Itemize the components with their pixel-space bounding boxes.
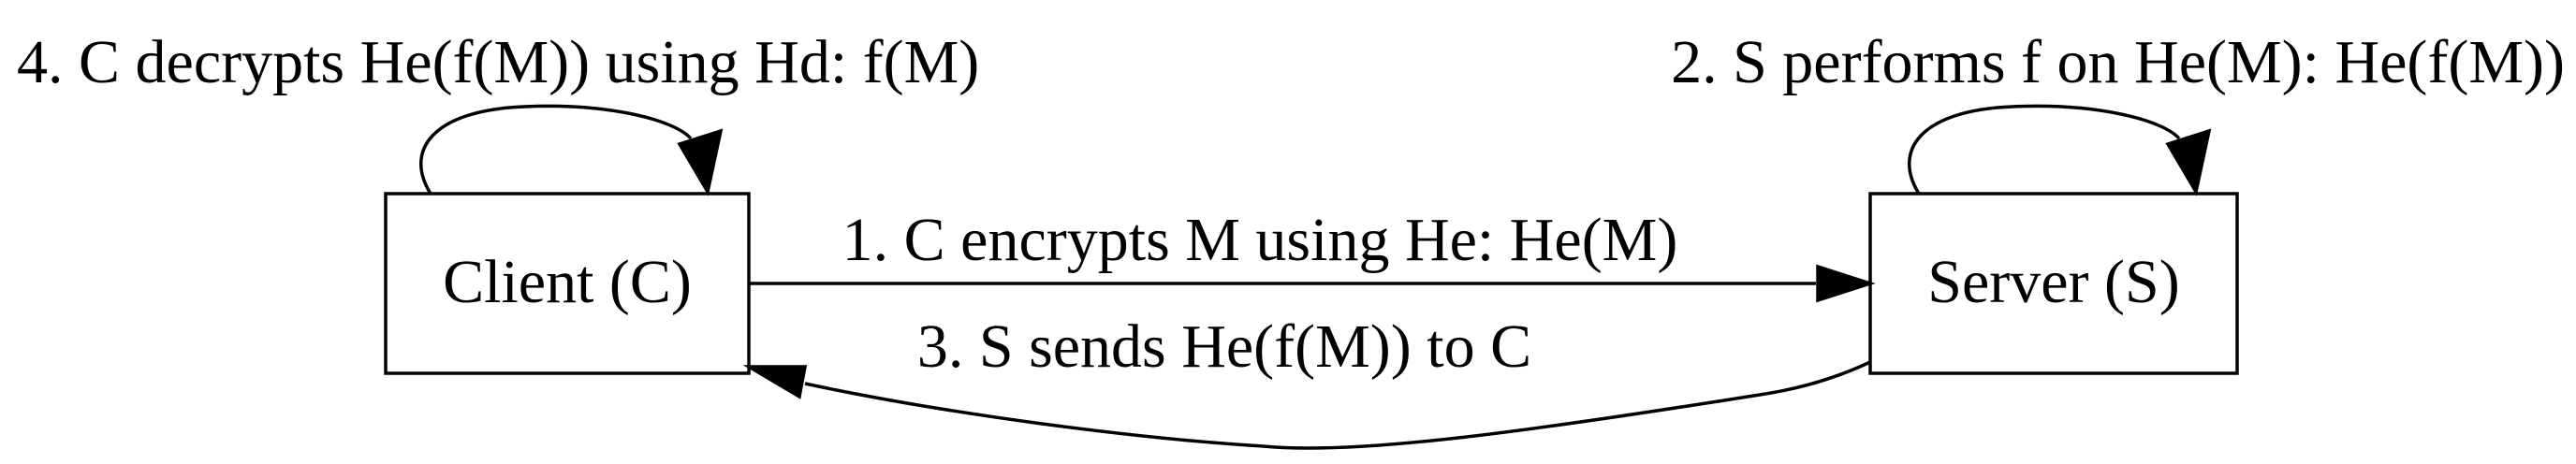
- edge-client-self-loop-label: 4. C decrypts He(f(M)) using Hd: f(M): [17, 28, 979, 96]
- edge-server-to-client-arrowhead: [742, 365, 808, 399]
- edge-client-to-server: 1. C encrypts M using He: He(M): [749, 206, 1876, 303]
- edge-server-self-loop-line: [1908, 104, 2181, 195]
- edge-client-self-loop: 4. C decrypts He(f(M)) using Hd: f(M): [17, 28, 979, 196]
- edge-server-self-loop-label: 2. S performs f on He(M): He(f(M)): [1671, 28, 2565, 96]
- client-node[interactable]: Client (C): [384, 192, 751, 375]
- edge-server-to-client-label: 3. S sends He(f(M)) to C: [917, 312, 1531, 381]
- edge-client-to-server-label: 1. C encrypts M using He: He(M): [842, 206, 1678, 274]
- client-node-label: Client (C): [443, 248, 692, 316]
- edge-client-self-loop-arrowhead: [677, 128, 724, 196]
- server-node-box: [1868, 192, 2239, 375]
- edge-server-to-client-line: [804, 360, 1871, 450]
- edge-server-self-loop: 2. S performs f on He(M): He(f(M)): [1671, 28, 2565, 196]
- client-node-box: [384, 192, 751, 375]
- edge-server-to-client: 3. S sends He(f(M)) to C: [742, 312, 1871, 450]
- edge-client-to-server-arrowhead: [1816, 264, 1876, 303]
- edge-client-self-loop-line: [419, 104, 693, 195]
- edge-server-self-loop-arrowhead: [2165, 128, 2212, 196]
- server-node-label: Server (S): [1927, 248, 2179, 316]
- server-node[interactable]: Server (S): [1868, 192, 2239, 375]
